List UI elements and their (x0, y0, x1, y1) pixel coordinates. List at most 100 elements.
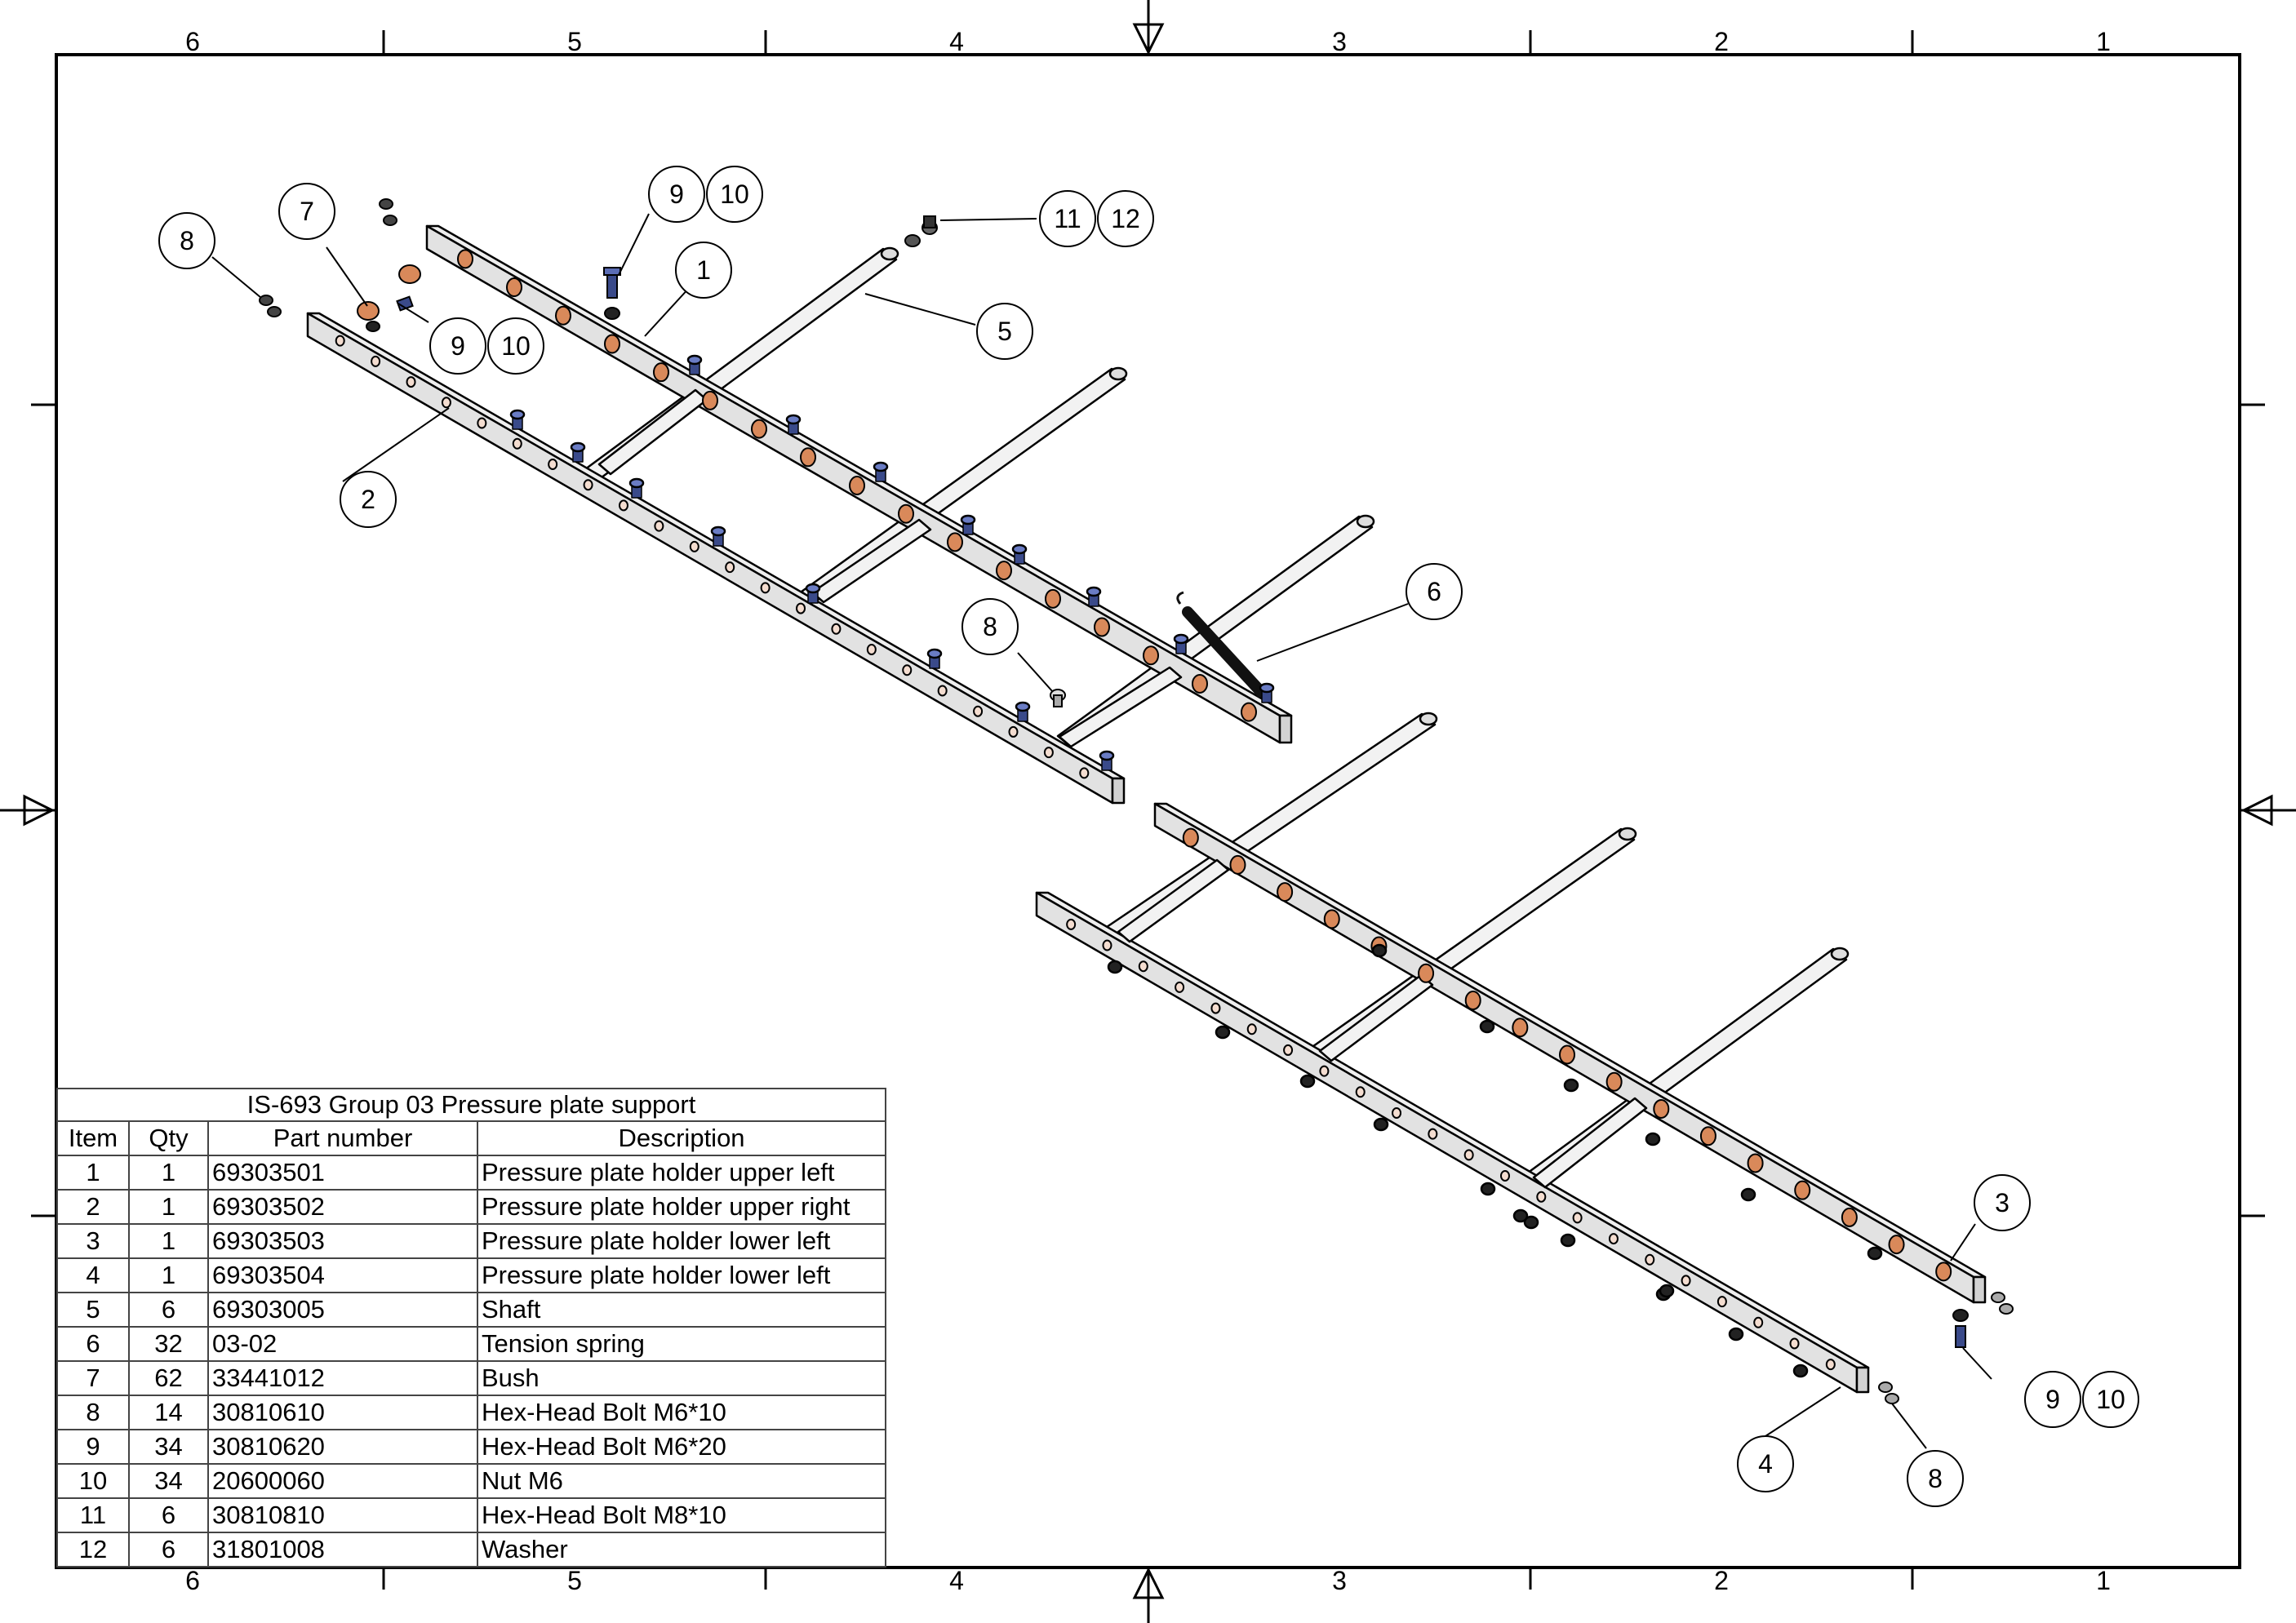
hole (371, 355, 381, 367)
bolt-item-9 (926, 648, 943, 669)
balloon-label: 7 (300, 197, 314, 226)
bolt-item-9 (805, 583, 821, 604)
bolt-item-9-upper (603, 267, 621, 320)
bom-cell-part-number: 20600060 (207, 1463, 478, 1499)
shaft (597, 388, 708, 476)
nut-item-10 (1523, 1215, 1539, 1230)
nut-item-10 (1740, 1187, 1756, 1202)
hole (335, 335, 345, 347)
nuts-lower (1107, 943, 1883, 1378)
bom-cell-description: Washer (476, 1532, 887, 1568)
nut-item-10 (1373, 1117, 1389, 1132)
bush-item-7 (457, 249, 473, 269)
bush-item-7 (996, 561, 1012, 581)
bush-item-7 (1935, 1262, 1952, 1282)
bolt-head (509, 409, 526, 420)
bush-item-7 (800, 447, 816, 468)
nut-item-10 (1479, 1019, 1495, 1034)
bar-end-face (1111, 777, 1126, 805)
zone-label-top-3: 3 (1332, 27, 1347, 56)
balloon-circle (1039, 190, 1096, 247)
zone-label-bottom-2: 4 (949, 1566, 964, 1595)
nut-item-10 (1792, 1364, 1809, 1378)
balloon-circle (1974, 1174, 2031, 1231)
zone-label-bottom-1: 5 (567, 1566, 582, 1595)
bom-cell-qty: 34 (128, 1429, 209, 1465)
bom-cell-qty: 6 (128, 1532, 209, 1568)
hole (406, 376, 416, 388)
bush-item-7 (751, 419, 767, 439)
hole (583, 479, 593, 491)
bom-cell-description: Shaft (476, 1292, 887, 1328)
balloon-circle (158, 212, 215, 269)
nut-item-10 (1512, 1208, 1529, 1223)
zone-label-top-1: 5 (567, 27, 582, 56)
bush-item-7 (1182, 827, 1199, 848)
bolt-head (960, 514, 976, 525)
holes-bar-2 (335, 335, 1090, 779)
bom-cell-qty: 6 (128, 1497, 209, 1533)
bar-end-face (1855, 1366, 1870, 1394)
hole (902, 664, 913, 676)
balloon-circle (648, 166, 705, 223)
bom-cell-description: Tension spring (476, 1326, 887, 1362)
balloon-label: 4 (1758, 1449, 1773, 1479)
bom-cell-qty: 62 (128, 1360, 209, 1396)
balloon-circle (1097, 190, 1154, 247)
bom-cell-description: Pressure plate holder upper left (476, 1155, 887, 1191)
hole (1608, 1233, 1619, 1245)
shaft-end-cap (880, 246, 899, 261)
bolt-item-8-middle (1050, 689, 1066, 707)
nut-item-10 (1645, 1132, 1661, 1146)
hole (796, 602, 806, 614)
hole (1536, 1191, 1547, 1203)
shaft-end-caps-lower (1419, 712, 1850, 961)
nut-item-10 (1107, 960, 1123, 974)
bolt-item-9 (1011, 543, 1028, 565)
shafts-cross-lower (1117, 858, 1648, 1189)
zone-label-bottom-3: 3 (1332, 1566, 1347, 1595)
balloon-label: 8 (983, 612, 997, 641)
bolt-item-9 (686, 354, 703, 375)
balloon-label: 9 (669, 180, 684, 209)
leader-lines (211, 213, 1992, 1449)
balloon-circle (706, 166, 763, 223)
bush-item-7 (1323, 909, 1340, 929)
hole (1499, 1170, 1510, 1182)
hole (618, 499, 628, 512)
bom-cell-qty: 32 (128, 1326, 209, 1362)
balloon-circle (961, 598, 1019, 655)
bom-cell-item: 11 (56, 1497, 130, 1533)
hole (1008, 725, 1019, 738)
balloon-label: 1 (696, 255, 711, 285)
bom-cell-item: 7 (56, 1360, 130, 1396)
balloon-label: 3 (1995, 1188, 2010, 1217)
hole (1283, 1044, 1294, 1056)
bolt-head (628, 477, 645, 489)
hole (1175, 981, 1185, 993)
bom-cell-item: 5 (56, 1292, 130, 1328)
exploded-fasteners-lower (1878, 1292, 2014, 1404)
bom-cell-part-number: 30810810 (207, 1497, 478, 1533)
zone-label-bottom-4: 2 (1714, 1566, 1729, 1595)
hole (1645, 1253, 1655, 1266)
bom-cell-qty: 34 (128, 1463, 209, 1499)
bar-item-4 (1035, 891, 1870, 1394)
hole (1102, 939, 1112, 951)
balloon-circle (1406, 563, 1463, 620)
shaft (1117, 858, 1230, 943)
bolt-head (805, 583, 821, 594)
nut-item-10 (1215, 1025, 1231, 1040)
zone-ticks (31, 30, 2265, 1590)
bush-item-7 (898, 503, 914, 524)
balloon-circle (340, 471, 397, 528)
bush-item-7 (1045, 588, 1061, 609)
bush-item-7 (1841, 1207, 1858, 1227)
hole (689, 540, 699, 552)
bush-item-7 (1888, 1235, 1905, 1255)
balloon-label: 8 (180, 226, 194, 255)
